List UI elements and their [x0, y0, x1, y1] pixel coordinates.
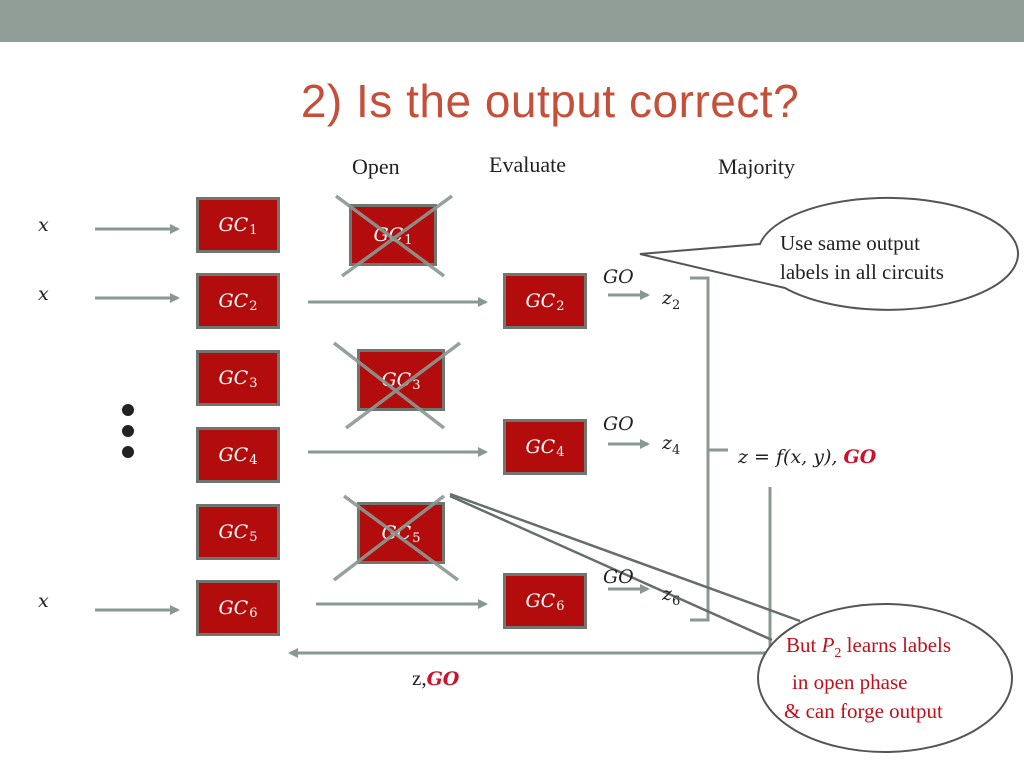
ellipsis-dot-2 — [122, 425, 134, 437]
output-z6: z6 — [662, 583, 681, 609]
callout-p2-forge: But P2 learns labels in open phase & can… — [784, 633, 952, 724]
majority-bracket — [690, 276, 710, 622]
slide-title: 2) Is the output correct? — [300, 75, 800, 127]
output-z4: z4 — [662, 432, 681, 458]
column-majority-header: Majority — [718, 154, 795, 179]
go-label-6: GO — [603, 566, 634, 588]
go-label-4: GO — [603, 413, 634, 435]
returned-output-label: z,GO — [412, 666, 460, 690]
column-open-header: Open — [352, 154, 400, 179]
top-bar — [0, 0, 1024, 42]
input-x-2: x — [38, 283, 49, 305]
majority-result: z = f(x, y), GO — [738, 446, 877, 468]
output-z2: z2 — [662, 287, 681, 313]
input-x-3: x — [38, 590, 49, 612]
go-label-2: GO — [603, 266, 634, 288]
pointer-line-b — [449, 494, 773, 642]
pointer-line-a — [449, 492, 801, 623]
callout-p2-shape — [757, 603, 1013, 753]
input-x-1: x — [38, 214, 49, 236]
callout-same-labels: Use same output labels in all circuits — [780, 231, 944, 284]
ellipsis-dot-3 — [122, 446, 134, 458]
column-evaluate-header: Evaluate — [489, 152, 566, 177]
callout-same-labels-shape — [639, 196, 1019, 311]
ellipsis-dot-1 — [122, 404, 134, 416]
